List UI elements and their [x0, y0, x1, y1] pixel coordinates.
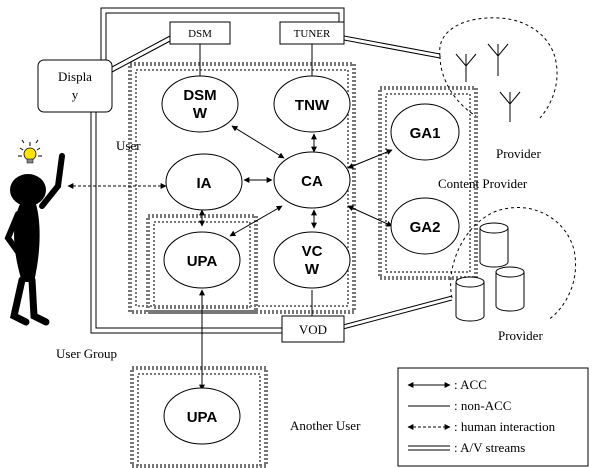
svg-text:TNW: TNW	[295, 97, 330, 114]
svg-text:: ACC: : ACC	[454, 377, 487, 392]
node-ia: IA	[165, 153, 243, 211]
svg-text:TUNER: TUNER	[294, 28, 331, 40]
node-ga2: GA2	[390, 197, 460, 255]
svg-text:DSM: DSM	[183, 87, 216, 104]
svg-text:UPA: UPA	[187, 253, 218, 270]
svg-text:: A/V streams: : A/V streams	[454, 440, 525, 455]
user-figure-icon	[4, 139, 65, 326]
node-upa-another: UPA	[163, 387, 241, 445]
svg-text:UPA: UPA	[187, 409, 218, 426]
label-content-provider: Content Provider	[438, 176, 528, 191]
display-box: Displa y	[37, 59, 113, 113]
node-vcw: VC W	[273, 231, 351, 289]
svg-text:Displa: Displa	[58, 69, 92, 84]
node-tnw: TNW	[273, 75, 351, 133]
node-ga1: GA1	[390, 103, 460, 161]
provider-bottom-circle	[450, 207, 577, 321]
legend-non-acc: : non-ACC	[408, 398, 511, 413]
node-dsmw: DSM W	[161, 75, 239, 133]
acc-links	[199, 125, 393, 391]
legend-acc: : ACC	[407, 377, 487, 392]
dsm-box: DSM	[169, 21, 231, 45]
svg-text:GA2: GA2	[410, 219, 441, 236]
label-another-user: Another User	[290, 418, 361, 433]
svg-text:IA: IA	[197, 175, 212, 192]
svg-text:: non-ACC: : non-ACC	[454, 398, 511, 413]
node-upa: UPA	[163, 231, 241, 289]
label-provider-bottom: Provider	[498, 328, 543, 343]
vod-box: VOD	[281, 315, 345, 343]
svg-text:DSM: DSM	[188, 28, 212, 40]
legend: : ACC : non-ACC : human interaction : A/…	[397, 367, 589, 467]
disk-icon	[455, 222, 525, 322]
legend-av: : A/V streams	[408, 440, 525, 455]
svg-text:W: W	[305, 261, 320, 278]
label-user: User	[116, 138, 141, 153]
av-streams	[90, 7, 453, 334]
svg-text:VOD: VOD	[299, 322, 327, 337]
svg-text:GA1: GA1	[410, 125, 441, 142]
label-provider-top: Provider	[496, 146, 541, 161]
svg-text:y: y	[72, 87, 79, 102]
content-provider-boundary	[378, 86, 478, 280]
antenna-icon	[455, 43, 521, 122]
svg-text:: human interaction: : human interaction	[454, 419, 556, 434]
label-user-group: User Group	[56, 346, 117, 361]
svg-text:W: W	[193, 105, 208, 122]
non-acc-links	[199, 44, 313, 316]
svg-text:CA: CA	[301, 173, 323, 190]
node-ca: CA	[273, 151, 351, 209]
tuner-box: TUNER	[279, 21, 345, 45]
provider-top-circle	[439, 17, 558, 119]
light-bulb-icon	[18, 139, 42, 164]
legend-human: : human interaction	[407, 419, 556, 434]
provider-top-circle-lower	[439, 55, 477, 117]
svg-text:VC: VC	[302, 243, 323, 260]
